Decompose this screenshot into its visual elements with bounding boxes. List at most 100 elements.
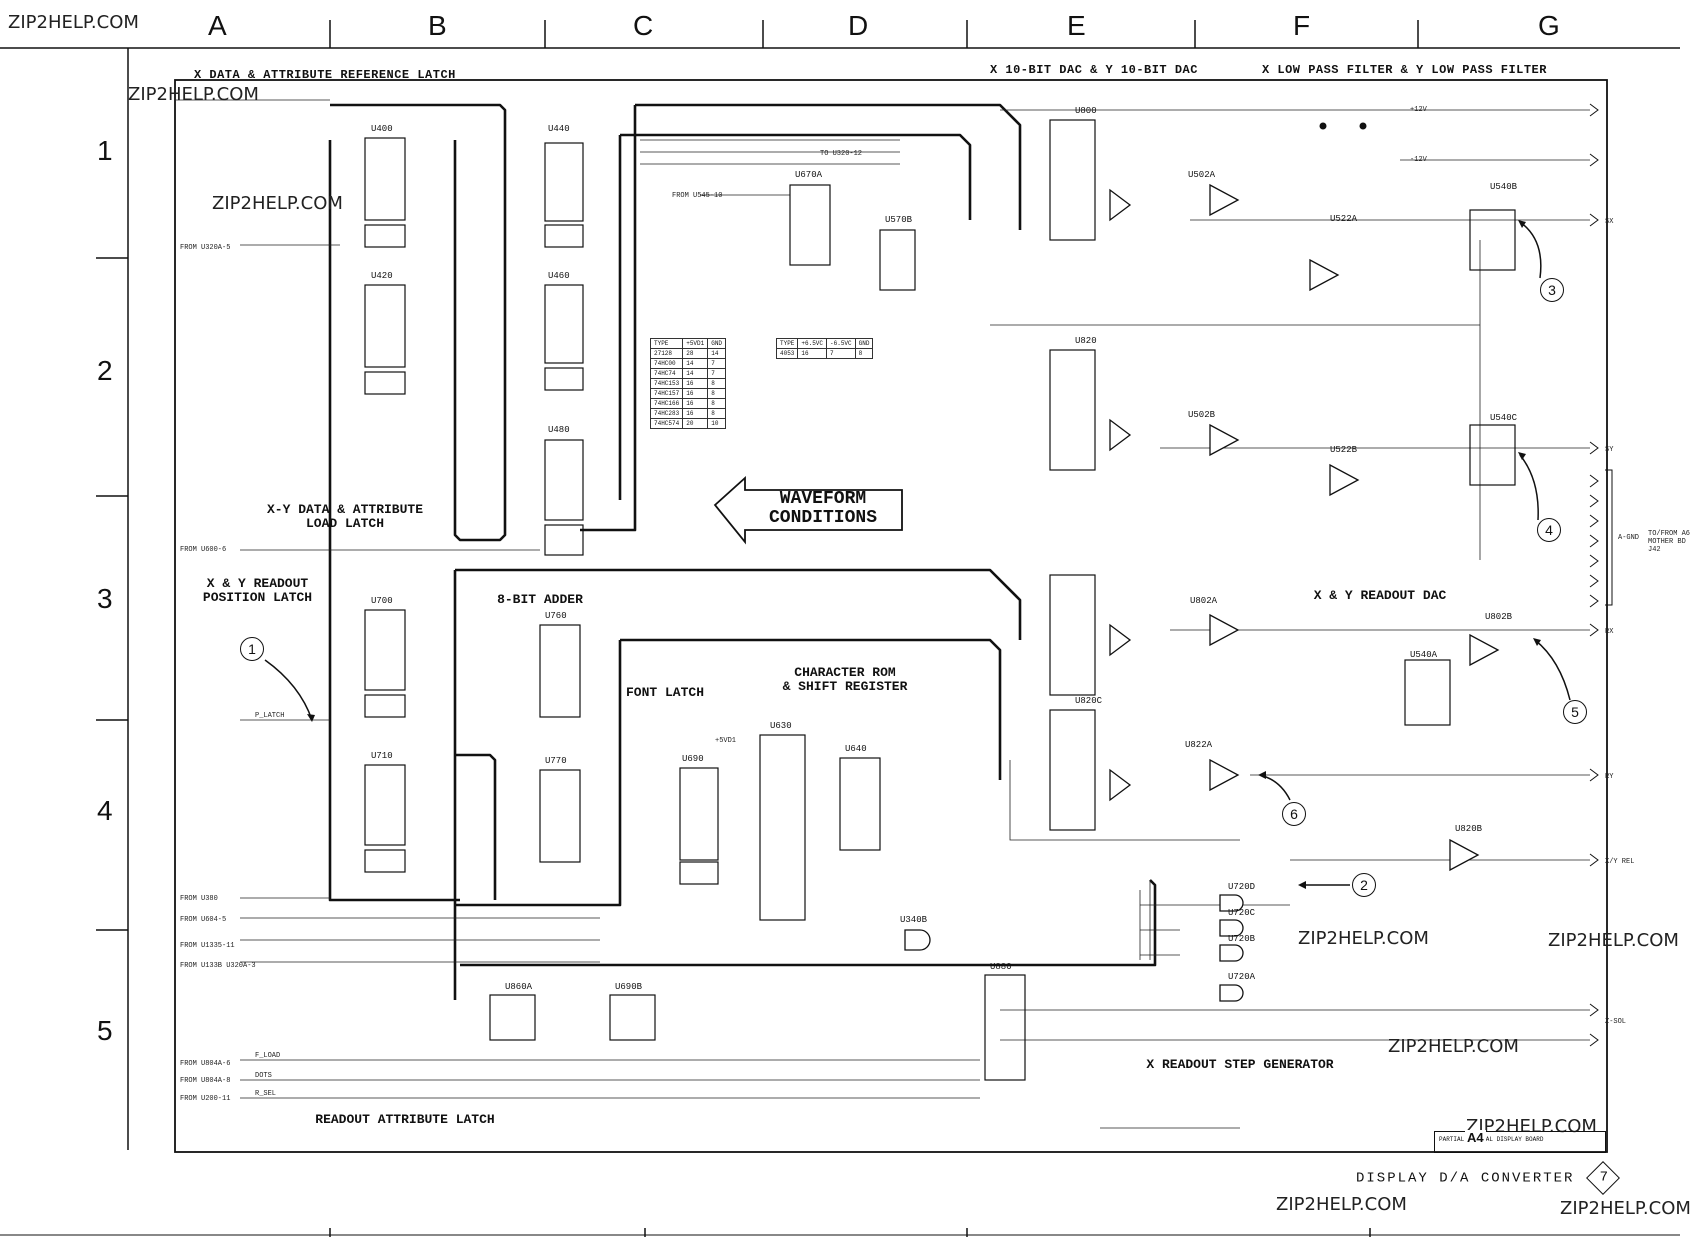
ref-u640: U640 [845,744,867,754]
diagram-footer: DISPLAY D/A CONVERTER 7 [1356,1161,1620,1195]
diagram-title: DISPLAY D/A CONVERTER [1356,1170,1575,1187]
callout-6: 6 [1282,802,1306,826]
power-table-logic-cell: 74HC574 [649,418,684,429]
signal-from-u804a-6: FROM U804A-6 [180,1060,231,1068]
ref-u820: U820 [1075,336,1097,346]
title-block: PARTIAL DIGITAL DISPLAY BOARD A4 [1434,1130,1606,1153]
header-lpf: X LOW PASS FILTER & Y LOW PASS FILTER [1262,63,1547,77]
signal-to-u320: TO U320-12 [820,150,863,158]
power-table-logic-cell: 27128 [649,348,684,359]
ref-u502a: U502A [1188,170,1216,180]
power-table-4053-cell: TYPE [775,338,799,349]
label-readout-position-latch: X & Y READOUT POSITION LATCH [202,576,313,605]
ref-u820b: U820B [1455,824,1483,834]
power-table-logic-cell: 28 [682,348,709,359]
watermark: ZIP2HELP.COM [1560,1198,1691,1219]
power-table-logic-cell: 74HC74 [649,368,684,379]
signal-from-u600: FROM U600-6 [180,546,227,554]
ref-u720c: U720C [1228,908,1256,918]
zone-row-4: 4 [97,795,113,826]
callout-3: 3 [1540,278,1564,302]
power-table-logic-cell: 16 [682,388,709,399]
ref-u720a: U720A [1228,972,1256,982]
ref-u822a: U822A [1185,740,1213,750]
signal-dots: DOTS [255,1072,272,1080]
label-8bit-adder: 8-BIT ADDER [497,592,583,607]
diagram-number: 7 [1599,1169,1608,1186]
ref-u690: U690 [682,754,704,764]
ref-u800: U800 [1075,106,1097,116]
power-table-4053-cell: 8 [854,348,874,359]
zone-row-1: 1 [97,135,113,166]
power-table-logic-cell: 74HC166 [649,398,684,409]
watermark: ZIP2HELP.COM [1298,928,1429,949]
ref-u802b: U802B [1485,612,1513,622]
power-table-logic-cell: 8 [707,388,727,399]
power-table-4053-cell: 16 [797,348,828,359]
zone-col-d: D [848,10,869,41]
ref-u880: U880 [990,962,1012,972]
signal-rx: RX [1605,628,1614,636]
power-table-logic-cell: 14 [682,368,709,379]
callout-2: 2 [1352,873,1376,897]
ref-u420: U420 [371,271,393,281]
power-table-logic-cell: 16 [682,378,709,389]
power-table-logic-cell: +5VD1 [682,338,709,349]
header-dac: X 10-BIT DAC & Y 10-BIT DAC [990,63,1198,77]
power-table-logic-cell: 16 [682,408,709,419]
power-table-4053-cell: 4053 [775,348,799,359]
power-table-logic-cell: 20 [682,418,709,429]
power-table-4053-cell: GND [854,338,874,349]
power-table-logic-cell: 7 [707,368,727,379]
label-char-rom: CHARACTER ROM & SHIFT REGISTER [782,665,908,694]
zone-row-3: 3 [97,583,113,614]
ref-u720b: U720B [1228,934,1256,944]
ref-u570b: U570B [885,215,913,225]
ref-u700: U700 [371,596,393,606]
ref-u860a: U860A [505,982,533,992]
watermark: ZIP2HELP.COM [1276,1194,1407,1215]
ref-u522a: U522A [1330,214,1358,224]
power-table-logic-cell: 74HC157 [649,388,684,399]
ref-u340b: U340B [900,915,928,925]
callout-5: 5 [1563,700,1587,724]
zone-col-e: E [1067,10,1086,41]
signal-from-u604: FROM U604-5 [180,916,227,924]
header-x-data-latch: X DATA & ATTRIBUTE REFERENCE LATCH [194,68,456,82]
signal-sy: SY [1605,446,1614,454]
ref-u480: U480 [548,425,570,435]
ref-u710: U710 [371,751,393,761]
power-table-4053-cell: +6.5VC [797,338,828,349]
power-table-logic-cell: 14 [682,358,709,369]
ref-u630: U630 [770,721,792,731]
power-table-4053-cell: 7 [826,348,856,359]
ref-u540c: U540C [1490,413,1518,423]
ref-u802a: U802A [1190,596,1218,606]
power-table-logic-cell: GND [707,338,727,349]
signal-minus12v: -12V [1410,156,1427,164]
zone-col-b: B [428,10,447,41]
ref-u502b: U502B [1188,410,1216,420]
signal-f-load: F_LOAD [255,1052,281,1060]
ref-u690b: U690B [615,982,643,992]
signal-from-u1335: FROM U1335-11 [180,942,235,950]
title-block-label: PARTIAL DIGITAL DISPLAY BOARD [1439,1136,1544,1143]
signal-a-gnd: A-GND [1618,534,1640,542]
power-table-logic-cell: 8 [707,378,727,389]
signal-from-u200: FROM U200-11 [180,1095,231,1103]
watermark: ZIP2HELP.COM [128,84,259,105]
signal-from-u804a-8: FROM U804A-8 [180,1077,231,1085]
label-xy-load-latch: X-Y DATA & ATTRIBUTE LOAD LATCH [266,502,424,531]
ref-u460: U460 [548,271,570,281]
signal-from-u380: FROM U380 [180,895,218,903]
power-table-logic-cell: 7 [707,358,727,369]
signal-from-u320a: FROM U320A-5 [180,244,231,252]
